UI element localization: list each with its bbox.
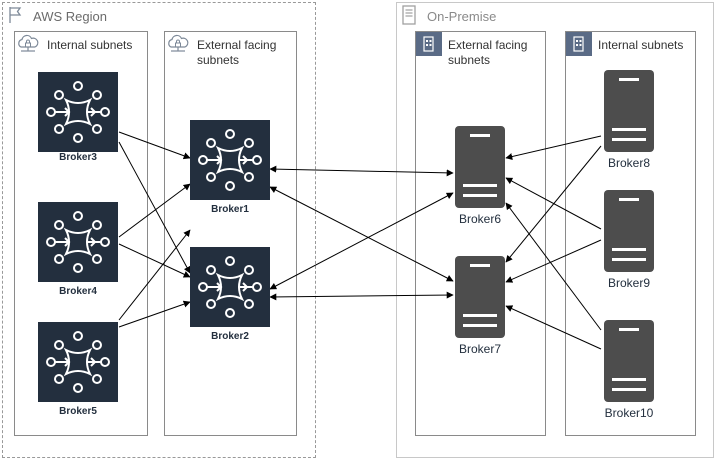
broker1-node[interactable]: [190, 120, 270, 205]
broker1-label: Broker1: [211, 204, 249, 215]
broker4-node[interactable]: [38, 202, 118, 287]
edge-broker10-broker6: [505, 202, 602, 331]
broker10-label: Broker10: [604, 406, 654, 420]
edge-broker1-broker6: [269, 165, 454, 177]
msk-broker-icon: [38, 72, 118, 152]
broker3-node[interactable]: [38, 72, 118, 157]
edge-broker9-broker6: [505, 177, 602, 230]
on-premise-title: On-Premise: [427, 9, 497, 24]
aws-internal-subnet-group: Internal subnets: [14, 31, 148, 436]
edge-broker2-broker6: [269, 192, 454, 290]
msk-broker-icon: [190, 247, 270, 327]
server-icon: [455, 126, 505, 208]
server-icon: [604, 320, 654, 402]
broker6-label: Broker6: [458, 212, 502, 226]
edge-broker8-broker6: [505, 135, 602, 160]
broker8-label: Broker8: [607, 156, 651, 170]
msk-broker-icon: [190, 120, 270, 200]
flag-icon: [3, 3, 27, 27]
edge-broker3-broker2: [118, 141, 191, 274]
edge-broker5-broker2: [118, 300, 191, 328]
broker10-node[interactable]: [604, 320, 654, 407]
aws-internal-subnet-title: Internal subnets: [47, 38, 133, 52]
corporate-building-icon: [416, 32, 442, 56]
broker5-label: Broker5: [59, 406, 97, 417]
aws-region-title: AWS Region: [33, 9, 107, 24]
broker2-node[interactable]: [190, 247, 270, 332]
broker8-node[interactable]: [604, 70, 654, 157]
broker4-label: Broker4: [59, 286, 97, 297]
broker5-node[interactable]: [38, 322, 118, 407]
edge-broker1-broker7: [269, 186, 454, 282]
edge-broker3-broker1: [118, 131, 191, 160]
building-icon: [397, 3, 421, 27]
broker9-label: Broker9: [607, 276, 651, 290]
msk-broker-icon: [38, 322, 118, 402]
edge-broker9-broker7: [505, 239, 602, 283]
onprem-internal-subnet-group: Internal subnets: [565, 31, 696, 436]
broker2-label: Broker2: [211, 331, 249, 342]
edge-broker5-broker1: [118, 229, 191, 321]
server-icon: [604, 190, 654, 272]
msk-broker-icon: [38, 202, 118, 282]
aws-external-subnet-title: External facing subnets: [197, 38, 277, 67]
broker7-label: Broker7: [458, 342, 502, 356]
broker3-label: Broker3: [59, 152, 97, 163]
corporate-building-icon: [566, 32, 592, 56]
cloud-lock-icon: [15, 32, 41, 56]
onprem-internal-subnet-title: Internal subnets: [598, 38, 684, 52]
cloud-lock-icon: [165, 32, 191, 56]
edge-broker2-broker7: [269, 291, 454, 301]
edge-broker4-broker1: [118, 183, 191, 238]
broker7-node[interactable]: [455, 256, 505, 343]
server-icon: [604, 70, 654, 152]
edge-broker10-broker7: [505, 305, 602, 350]
broker6-node[interactable]: [455, 126, 505, 213]
onprem-external-subnet-title: External facing subnets: [448, 38, 528, 67]
server-icon: [455, 256, 505, 338]
edge-broker4-broker2: [118, 243, 191, 278]
broker9-node[interactable]: [604, 190, 654, 277]
